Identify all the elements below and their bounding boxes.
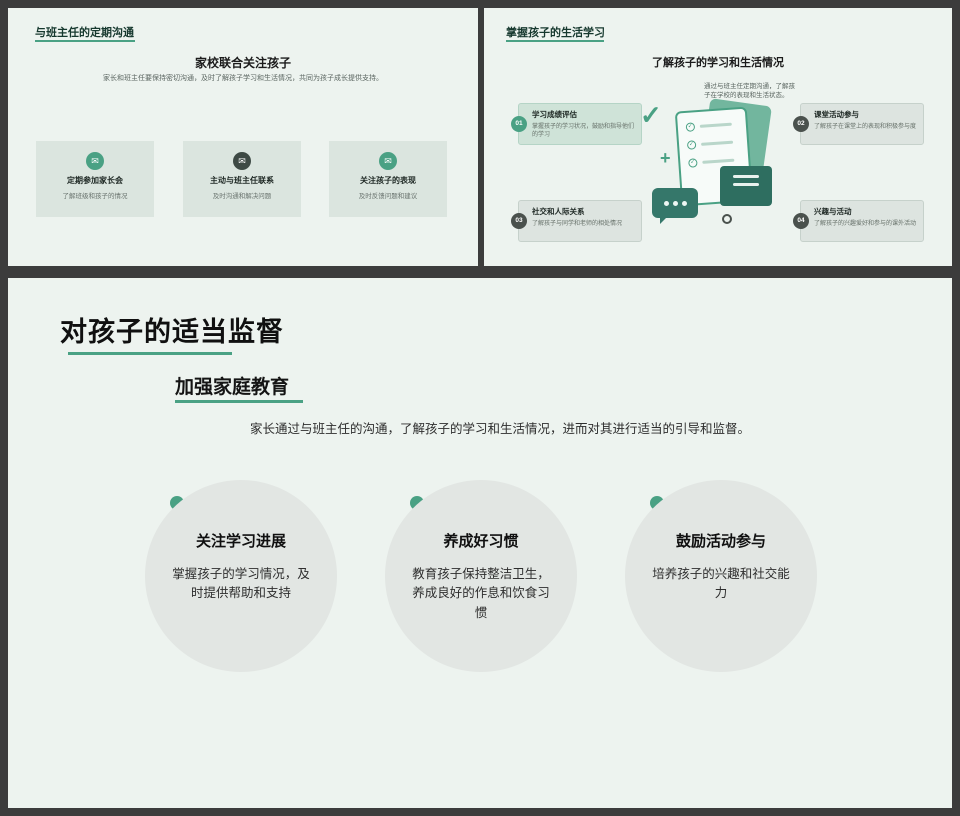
card-title: 关注孩子的表现 bbox=[360, 176, 416, 185]
item-desc: 了解孩子的兴趣爱好和参与的课外活动 bbox=[814, 221, 917, 227]
chat-bubble-icon bbox=[652, 188, 698, 218]
slide-subtitle: 家长和班主任要保持密切沟通，及时了解孩子学习和生活情况，共同为孩子成长提供支持。 bbox=[103, 75, 383, 82]
circle-title: 关注学习进展 bbox=[195, 533, 286, 550]
slide-body-text: 家长通过与班主任的沟通，了解孩子的学习和生活情况，进而对其进行适当的引导和监督。 bbox=[250, 422, 751, 436]
circle-title: 鼓励活动参与 bbox=[675, 533, 766, 550]
plus-icon: + bbox=[660, 148, 671, 168]
header-underline bbox=[506, 40, 604, 42]
subtitle-underline bbox=[175, 400, 303, 403]
circle-desc: 培养孩子的兴趣和社交能力 bbox=[652, 567, 790, 601]
slide-communication[interactable]: 与班主任的定期沟通 家校联合关注孩子 家长和班主任要保持密切沟通，及时了解孩子学… bbox=[8, 8, 478, 266]
info-card-performance: ✉ 关注孩子的表现 及时反馈问题和建议 bbox=[329, 141, 447, 217]
small-circle-icon bbox=[722, 214, 732, 224]
mail-icon: ✉ bbox=[86, 152, 104, 170]
mail-icon: ✉ bbox=[233, 152, 251, 170]
item-title: 课堂活动参与 bbox=[814, 110, 859, 119]
mail-icon: ✉ bbox=[379, 152, 397, 170]
title-underline bbox=[68, 352, 232, 355]
text-line bbox=[701, 140, 734, 146]
number-badge: 01 bbox=[511, 116, 527, 133]
circle-desc: 教育孩子保持整洁卫生，养成良好的作息和饮食习惯 bbox=[412, 567, 550, 620]
checklist-illustration: ✓ ✓ ✓ ✓ + bbox=[634, 96, 824, 248]
topic-circle-habits: 养成好习惯 教育孩子保持整洁卫生，养成良好的作息和饮食习惯 bbox=[385, 480, 577, 672]
item-title: 学习成绩评估 bbox=[532, 110, 577, 119]
topic-circle-activities: 鼓励活动参与 培养孩子的兴趣和社交能力 bbox=[625, 480, 817, 672]
item-desc: 了解孩子在课堂上的表现和积极参与度 bbox=[814, 124, 917, 130]
check-circle-icon: ✓ bbox=[686, 140, 697, 150]
slide-subtitle: 加强家庭教育 bbox=[175, 377, 290, 398]
checklist-row: ✓ bbox=[686, 137, 740, 150]
card-desc: 了解班级和孩子的情况 bbox=[62, 193, 128, 200]
chat-bubble-tail bbox=[660, 216, 668, 224]
header-underline bbox=[35, 40, 135, 42]
card-desc: 及时反馈问题和建议 bbox=[358, 193, 418, 200]
slide-learning-overview[interactable]: 掌握孩子的生活学习 了解孩子的学习和生活情况 通过与班主任定期沟通，了解孩子在学… bbox=[484, 8, 952, 266]
slide-title: 对孩子的适当监督 bbox=[60, 317, 284, 347]
card-title: 主动与班主任联系 bbox=[210, 176, 274, 185]
item-desc: 掌握孩子的学习状况，鼓励和指导他们的学习 bbox=[532, 124, 635, 139]
numbered-item-classroom: 02 课堂活动参与 了解孩子在课堂上的表现和积极参与度 bbox=[793, 103, 924, 145]
slide-header: 掌握孩子的生活学习 bbox=[506, 27, 605, 39]
circle-desc: 掌握孩子的学习情况，及时提供帮助和支持 bbox=[172, 567, 310, 601]
check-circle-icon: ✓ bbox=[688, 158, 698, 168]
info-card-contact: ✉ 主动与班主任联系 及时沟通和解决问题 bbox=[183, 141, 301, 217]
numbered-item-grades: 01 学习成绩评估 掌握孩子的学习状况，鼓励和指导他们的学习 bbox=[511, 103, 642, 146]
info-card-meeting: ✉ 定期参加家长会 了解班级和孩子的情况 bbox=[36, 141, 154, 217]
numbered-item-social: 03 社交和人际关系 了解孩子与同学和老师的相处情况 bbox=[511, 200, 642, 242]
text-line bbox=[702, 158, 735, 164]
number-badge: 02 bbox=[793, 116, 809, 132]
checklist-row: ✓ bbox=[685, 119, 739, 132]
slide-title: 家校联合关注孩子 bbox=[194, 56, 291, 70]
text-line bbox=[699, 122, 732, 128]
number-badge: 03 bbox=[511, 213, 527, 229]
note-card-icon bbox=[720, 166, 772, 206]
card-title: 定期参加家长会 bbox=[67, 176, 123, 185]
check-circle-icon: ✓ bbox=[685, 122, 696, 132]
checkmark-icon: ✓ bbox=[640, 100, 662, 130]
item-title: 兴趣与活动 bbox=[814, 207, 852, 216]
slide-title: 了解孩子的学习和生活情况 bbox=[652, 57, 784, 69]
slide-header: 与班主任的定期沟通 bbox=[35, 27, 134, 39]
slide-subtitle: 通过与班主任定期沟通，了解孩子在学校的表现和生活状态。 bbox=[704, 83, 795, 100]
item-title: 社交和人际关系 bbox=[532, 207, 585, 216]
card-desc: 及时沟通和解决问题 bbox=[212, 193, 272, 200]
circle-title: 养成好习惯 bbox=[443, 533, 519, 550]
number-badge: 04 bbox=[793, 213, 809, 229]
item-desc: 了解孩子与同学和老师的相处情况 bbox=[532, 221, 623, 227]
topic-circle-progress: 关注学习进展 掌握孩子的学习情况，及时提供帮助和支持 bbox=[145, 480, 337, 672]
slide-supervision[interactable]: 对孩子的适当监督 加强家庭教育 家长通过与班主任的沟通，了解孩子的学习和生活情况… bbox=[8, 278, 952, 808]
numbered-item-interests: 04 兴趣与活动 了解孩子的兴趣爱好和参与的课外活动 bbox=[793, 200, 924, 242]
